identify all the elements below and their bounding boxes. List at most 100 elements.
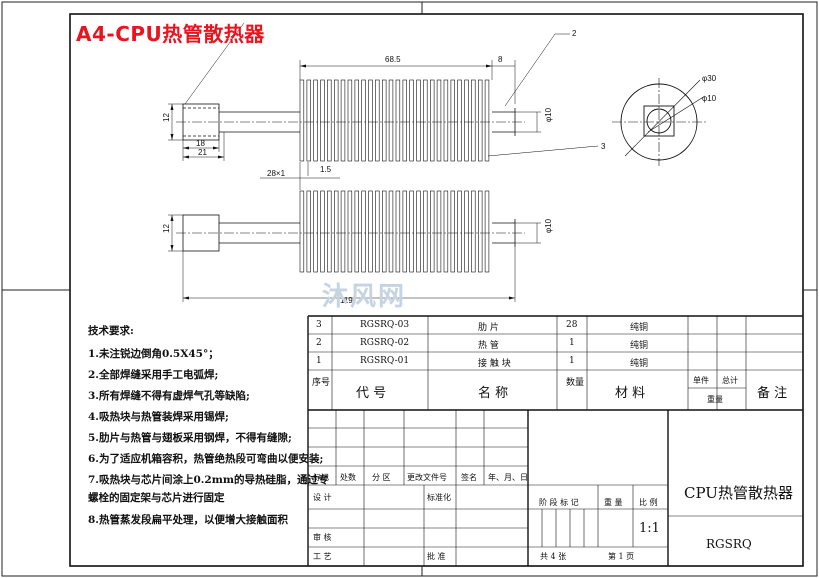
- tb-approve: 批 准: [427, 552, 446, 561]
- drawing-title: A4-CPU热管散热器: [76, 22, 265, 46]
- fin: [354, 79, 359, 162]
- fin: [320, 190, 325, 273]
- bom-qty: 1: [569, 338, 575, 348]
- fin: [375, 79, 380, 162]
- fin: [409, 79, 414, 162]
- fin: [340, 190, 346, 273]
- bom-material: 纯铜: [630, 359, 649, 369]
- dim-phi30: φ30: [702, 74, 717, 83]
- tb-date: 年、月、日: [488, 473, 528, 482]
- fin: [306, 190, 311, 273]
- bom-header-material: 材 料: [615, 386, 646, 401]
- dim-phi10-top: φ10: [544, 107, 553, 122]
- fin: [457, 190, 462, 273]
- fin: [320, 79, 325, 162]
- bom-qty: 1: [569, 356, 575, 366]
- tb-design: 设 计: [313, 493, 332, 502]
- dim-8: 8: [498, 55, 503, 64]
- fin: [375, 190, 380, 273]
- fin: [443, 79, 449, 162]
- requirement-item: 8.热管蒸发段扁平处理，以便增大接触面积: [88, 514, 288, 526]
- fin: [416, 79, 421, 162]
- bom-header-single: 单件: [693, 376, 709, 385]
- tb-stage: 阶 段 标 记: [539, 498, 579, 507]
- fin: [402, 190, 407, 273]
- fin-stack-bottom: [299, 190, 490, 273]
- leader-3: 3: [601, 142, 606, 151]
- fin: [484, 190, 490, 273]
- tb-sheet: 第 1 页: [608, 552, 635, 561]
- fin: [361, 190, 366, 273]
- bom-code: RGSRQ-02: [360, 338, 410, 348]
- bom-name: 肋 片: [478, 323, 499, 333]
- fin: [395, 79, 401, 162]
- fin: [443, 190, 449, 273]
- fin: [340, 79, 346, 162]
- requirement-item: 1.未注锐边倒角0.5X45°；: [88, 348, 219, 360]
- fin: [368, 79, 373, 162]
- bom-header-code: 代 号: [356, 386, 387, 401]
- dim-21: 21: [198, 148, 207, 157]
- fin: [484, 79, 490, 162]
- fin: [327, 190, 332, 273]
- fin: [299, 79, 305, 162]
- fin: [423, 79, 428, 162]
- tb-weight: 重 量: [604, 498, 623, 507]
- bom-header-total: 总计: [722, 376, 738, 385]
- requirement-item: 6.为了适应机箱容积，热管绝热段可弯曲以便安装;: [88, 453, 324, 465]
- tb-scale-value: 1:1: [639, 521, 660, 536]
- tb-scale: 比 例: [639, 498, 658, 507]
- bom-name: 接 触 块: [478, 359, 511, 369]
- bom-name: 热 管: [478, 341, 499, 351]
- fin: [299, 190, 305, 273]
- bom-header-remark: 备 注: [757, 386, 788, 401]
- fin: [333, 79, 339, 162]
- bom-header-no: 序号: [312, 378, 331, 388]
- fin: [416, 190, 421, 273]
- fin: [450, 79, 455, 162]
- bom-material: 纯铜: [630, 323, 649, 333]
- tb-process: 工 艺: [313, 552, 332, 561]
- fin: [471, 79, 476, 162]
- fin: [333, 190, 339, 273]
- fin: [368, 190, 373, 273]
- dim-phi10-side: φ10: [702, 94, 717, 103]
- fin: [429, 190, 435, 273]
- bom-code: RGSRQ-01: [360, 356, 410, 366]
- top-view: [176, 103, 525, 141]
- fin: [313, 79, 318, 162]
- tb-docno: 更改文件号: [407, 473, 447, 482]
- fin: [402, 79, 407, 162]
- side-view: [612, 78, 706, 166]
- dim-119: 119: [340, 296, 353, 305]
- bom-no: 1: [316, 356, 322, 366]
- fin-stack-top: [299, 79, 490, 162]
- requirement-item: 5.肋片与热管与翅板采用钢焊，不得有缝隙;: [88, 432, 292, 444]
- tb-sign: 签名: [461, 473, 477, 482]
- dim-68-5: 68.5: [385, 55, 401, 64]
- fin: [381, 190, 387, 273]
- fin: [347, 79, 353, 162]
- requirement-item: 螺栓的固定架与芯片进行固定: [88, 492, 225, 504]
- bom-code: RGSRQ-03: [360, 320, 410, 330]
- fin: [388, 190, 394, 273]
- bom-qty: 28: [566, 320, 578, 330]
- bom-header-qty: 数量: [566, 378, 585, 388]
- fin: [471, 190, 476, 273]
- fin: [477, 79, 483, 162]
- bom-no: 3: [316, 320, 322, 330]
- fin: [457, 79, 462, 162]
- bom-header-name: 名 称: [478, 386, 509, 401]
- leader-2: 2: [572, 29, 577, 38]
- fin: [464, 79, 469, 162]
- tb-review: 审 核: [313, 533, 332, 542]
- dim-12-top: 12: [162, 113, 171, 122]
- tb-drawing-name: CPU热管散热器: [684, 484, 793, 502]
- fin: [464, 190, 469, 273]
- dim-28x1: 28×1: [267, 169, 286, 178]
- fin: [450, 190, 455, 273]
- fin: [381, 79, 387, 162]
- bom-no: 2: [316, 338, 322, 348]
- tb-sheets: 共 4 张: [540, 552, 567, 561]
- fin: [436, 190, 442, 273]
